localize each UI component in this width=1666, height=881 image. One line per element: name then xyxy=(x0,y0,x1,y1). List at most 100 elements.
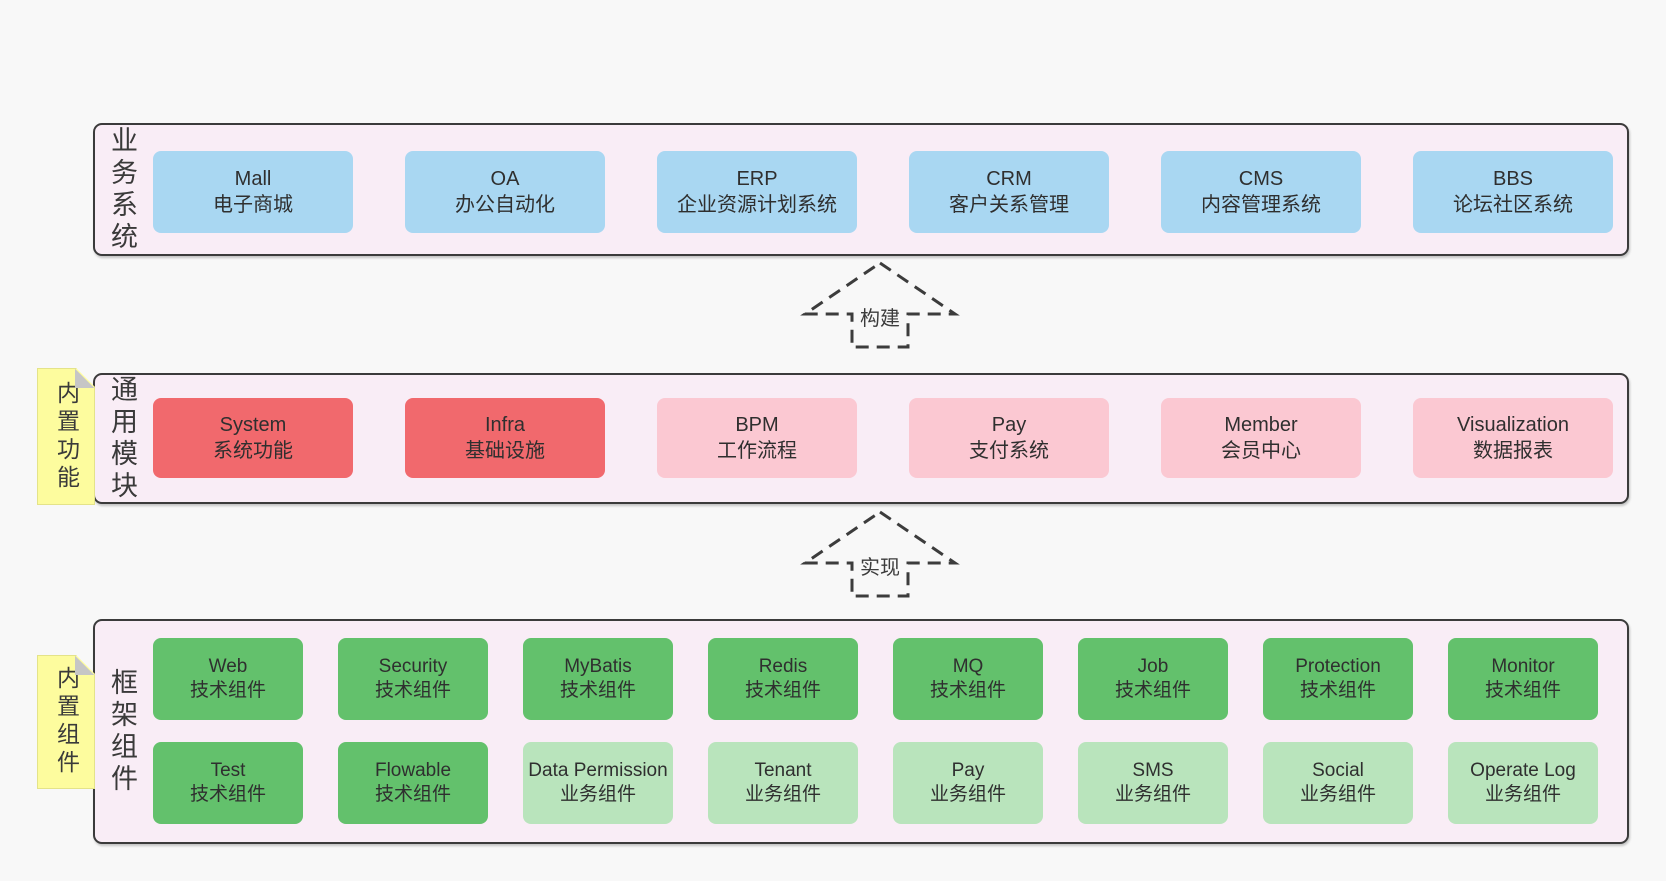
arrow-outline xyxy=(800,510,960,598)
node-redis: Redis 技术组件 xyxy=(708,638,858,720)
node-subtitle: 业务组件 xyxy=(1114,784,1191,805)
node-subtitle: 技术组件 xyxy=(374,784,451,805)
node-subtitle: 技术组件 xyxy=(189,680,266,701)
node-subtitle: 基础设施 xyxy=(465,440,545,462)
node-title: Web xyxy=(208,656,248,678)
node-title: Job xyxy=(1137,656,1169,678)
node-subtitle: 内容管理系统 xyxy=(1201,194,1321,216)
node-title: CRM xyxy=(986,167,1032,190)
framework-row-1: Web 技术组件 Security 技术组件 MyBatis 技术组件 Redi… xyxy=(153,638,1598,720)
node-subtitle: 技术组件 xyxy=(189,784,266,805)
node-infra: Infra 基础设施 xyxy=(405,398,605,478)
node-title: MyBatis xyxy=(564,656,632,678)
node-title: Flowable xyxy=(374,760,452,782)
node-title: ERP xyxy=(736,167,778,190)
node-title: Pay xyxy=(951,760,985,782)
node-sms: SMS 业务组件 xyxy=(1078,742,1228,824)
node-title: Security xyxy=(378,656,448,678)
folded-corner-icon xyxy=(75,656,94,675)
sticky-note-builtin-features: 内置功能 xyxy=(37,368,95,505)
node-subtitle: 业务组件 xyxy=(1484,784,1561,805)
node-title: Test xyxy=(210,760,246,782)
folded-corner-icon xyxy=(75,369,94,388)
band-label: 通用模块 xyxy=(107,374,137,503)
node-title: System xyxy=(219,413,287,436)
node-protection: Protection 技术组件 xyxy=(1263,638,1413,720)
node-title: Visualization xyxy=(1457,413,1569,436)
node-data-permission: Data Permission 业务组件 xyxy=(523,742,673,824)
node-subtitle: 企业资源计划系统 xyxy=(677,194,837,216)
node-subtitle: 技术组件 xyxy=(559,680,636,701)
node-bpm: BPM 工作流程 xyxy=(657,398,857,478)
node-bbs: BBS 论坛社区系统 xyxy=(1413,151,1613,233)
node-title: Monitor xyxy=(1491,656,1555,678)
node-system: System 系统功能 xyxy=(153,398,353,478)
node-cms: CMS 内容管理系统 xyxy=(1161,151,1361,233)
node-subtitle: 技术组件 xyxy=(374,680,451,701)
band-label: 业务系统 xyxy=(107,125,137,254)
band-label: 框架组件 xyxy=(107,667,137,796)
node-title: Operate Log xyxy=(1470,760,1576,782)
node-subtitle: 会员中心 xyxy=(1221,440,1301,462)
node-operate-log: Operate Log 业务组件 xyxy=(1448,742,1598,824)
node-security: Security 技术组件 xyxy=(338,638,488,720)
node-subtitle: 电子商城 xyxy=(213,194,293,216)
node-web: Web 技术组件 xyxy=(153,638,303,720)
node-subtitle: 技术组件 xyxy=(1299,680,1376,701)
node-title: CMS xyxy=(1238,167,1284,190)
node-subtitle: 客户关系管理 xyxy=(949,194,1069,216)
node-mall: Mall 电子商城 xyxy=(153,151,353,233)
node-title: MQ xyxy=(952,656,984,678)
node-title: Tenant xyxy=(754,760,812,782)
node-title: Data Permission xyxy=(528,760,668,782)
node-subtitle: 论坛社区系统 xyxy=(1453,194,1573,216)
node-test: Test 技术组件 xyxy=(153,742,303,824)
node-title: Infra xyxy=(484,413,526,436)
arrow-outline xyxy=(800,261,960,349)
band-modules-row: System 系统功能 Infra 基础设施 BPM 工作流程 Pay 支付系统… xyxy=(153,398,1613,478)
node-subtitle: 技术组件 xyxy=(1114,680,1191,701)
node-monitor: Monitor 技术组件 xyxy=(1448,638,1598,720)
node-mq: MQ 技术组件 xyxy=(893,638,1043,720)
node-title: SMS xyxy=(1132,760,1174,782)
arrow-label: 实现 xyxy=(860,556,900,579)
node-job: Job 技术组件 xyxy=(1078,638,1228,720)
node-title: Mall xyxy=(234,167,272,190)
node-flowable: Flowable 技术组件 xyxy=(338,742,488,824)
node-subtitle: 技术组件 xyxy=(929,680,1006,701)
arrow-label-bg xyxy=(855,304,905,330)
band-business-systems: 业务系统 Mall 电子商城 OA 办公自动化 ERP 企业资源计划系统 CRM… xyxy=(93,123,1629,256)
node-mybatis: MyBatis 技术组件 xyxy=(523,638,673,720)
node-pay: Pay 支付系统 xyxy=(909,398,1109,478)
node-visualization: Visualization 数据报表 xyxy=(1413,398,1613,478)
node-erp: ERP 企业资源计划系统 xyxy=(657,151,857,233)
node-subtitle: 技术组件 xyxy=(744,680,821,701)
arrow-build: 构建 xyxy=(800,261,960,349)
node-subtitle: 业务组件 xyxy=(1299,784,1376,805)
node-tenant: Tenant 业务组件 xyxy=(708,742,858,824)
sticky-label: 内置功能 xyxy=(53,380,80,493)
node-title: Redis xyxy=(758,656,808,678)
band-business-row: Mall 电子商城 OA 办公自动化 ERP 企业资源计划系统 CRM 客户关系… xyxy=(153,151,1613,233)
node-subtitle: 支付系统 xyxy=(969,440,1049,462)
node-subtitle: 业务组件 xyxy=(559,784,636,805)
node-title: Social xyxy=(1312,760,1364,782)
node-oa: OA 办公自动化 xyxy=(405,151,605,233)
arrow-label: 构建 xyxy=(860,307,900,330)
node-crm: CRM 客户关系管理 xyxy=(909,151,1109,233)
node-title: Member xyxy=(1224,413,1298,436)
node-subtitle: 技术组件 xyxy=(1484,680,1561,701)
node-subtitle: 办公自动化 xyxy=(455,194,555,216)
node-title: OA xyxy=(490,167,520,190)
arrow-label-bg xyxy=(855,553,905,579)
framework-row-2: Test 技术组件 Flowable 技术组件 Data Permission … xyxy=(153,742,1598,824)
node-title: Pay xyxy=(991,413,1027,436)
band-common-modules: 通用模块 System 系统功能 Infra 基础设施 BPM 工作流程 Pay… xyxy=(93,373,1629,504)
band-framework-components: 框架组件 Web 技术组件 Security 技术组件 MyBatis 技术组件… xyxy=(93,619,1629,844)
arrow-implement: 实现 xyxy=(800,510,960,598)
node-subtitle: 业务组件 xyxy=(929,784,1006,805)
node-subtitle: 工作流程 xyxy=(717,440,797,462)
node-subtitle: 系统功能 xyxy=(213,440,293,462)
sticky-label: 内置组件 xyxy=(53,666,80,778)
